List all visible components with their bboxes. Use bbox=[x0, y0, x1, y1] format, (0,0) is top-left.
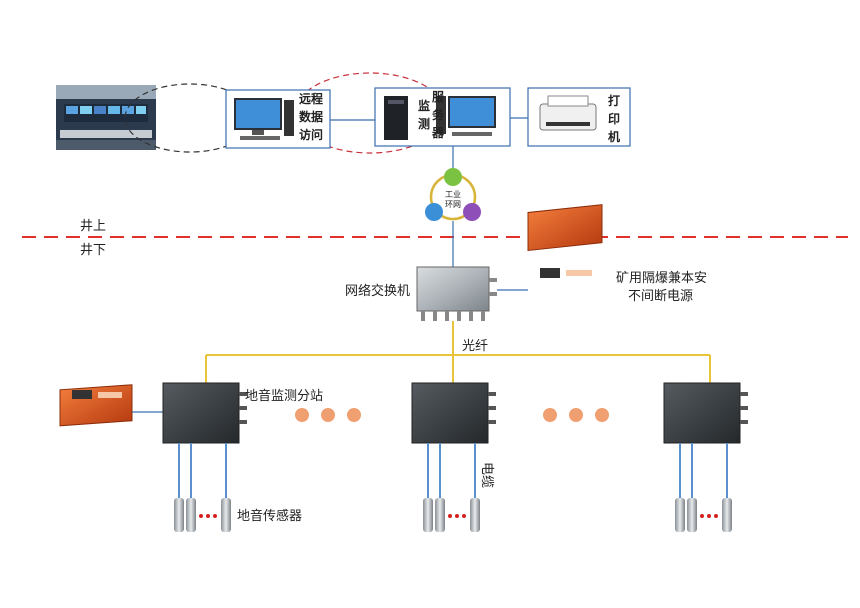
ellipsis-left bbox=[295, 408, 361, 422]
fiber-backbone bbox=[205, 321, 711, 383]
control-room-photo bbox=[56, 85, 156, 150]
substation-2 bbox=[411, 382, 496, 444]
remote-access-box bbox=[225, 89, 331, 149]
printer-label-1: 打 bbox=[608, 93, 620, 108]
printer-label-3: 机 bbox=[608, 129, 620, 144]
server-label-b-1: 服 bbox=[432, 89, 445, 104]
sensor-label: 地音传感器 bbox=[237, 508, 302, 524]
network-switch bbox=[416, 266, 497, 321]
ring-node-purple bbox=[463, 203, 481, 221]
cables-group-2 bbox=[427, 443, 476, 498]
below-ground-label: 井下 bbox=[80, 243, 106, 258]
remote-label-1: 远程 bbox=[299, 91, 323, 106]
sensors-group-3 bbox=[675, 498, 732, 532]
cable-label: 电缆 bbox=[479, 462, 495, 488]
fiber-label: 光纤 bbox=[462, 339, 488, 354]
printer-label-2: 印 bbox=[608, 112, 620, 126]
ups-right bbox=[527, 204, 603, 278]
substation-label: 地音监测分站 bbox=[245, 388, 323, 404]
ups-left bbox=[59, 384, 133, 427]
ring-node-green bbox=[444, 168, 462, 186]
server-label-b-3: 器 bbox=[431, 126, 445, 140]
ellipsis-right bbox=[543, 408, 609, 422]
printer-icon bbox=[539, 103, 597, 131]
ring-node-blue bbox=[425, 203, 443, 221]
printer-box bbox=[527, 87, 631, 147]
switch-label: 网络交换机 bbox=[345, 283, 410, 299]
ups-label-1: 矿用隔爆兼本安 bbox=[616, 271, 707, 286]
cables-group-3 bbox=[679, 443, 728, 498]
above-ground-label: 井上 bbox=[80, 219, 106, 234]
remote-label-3: 访问 bbox=[299, 127, 323, 142]
ring-label-1: 工业 bbox=[445, 189, 461, 199]
monitor-server-box bbox=[374, 87, 511, 147]
substation-3 bbox=[663, 382, 748, 444]
server-label-a-1: 监 bbox=[418, 98, 430, 113]
sensors-group-1 bbox=[174, 498, 231, 532]
server-label-a-2: 测 bbox=[418, 116, 430, 131]
ring-label-2: 环网 bbox=[445, 200, 461, 209]
ups-label-2: 不间断电源 bbox=[628, 289, 693, 304]
remote-label-2: 数据 bbox=[299, 109, 323, 124]
cables-group-1 bbox=[178, 443, 227, 498]
server-label-b-2: 务 bbox=[432, 107, 445, 122]
sensors-group-2 bbox=[423, 498, 480, 532]
industrial-ring-network bbox=[425, 168, 481, 221]
substation-1 bbox=[162, 382, 247, 444]
